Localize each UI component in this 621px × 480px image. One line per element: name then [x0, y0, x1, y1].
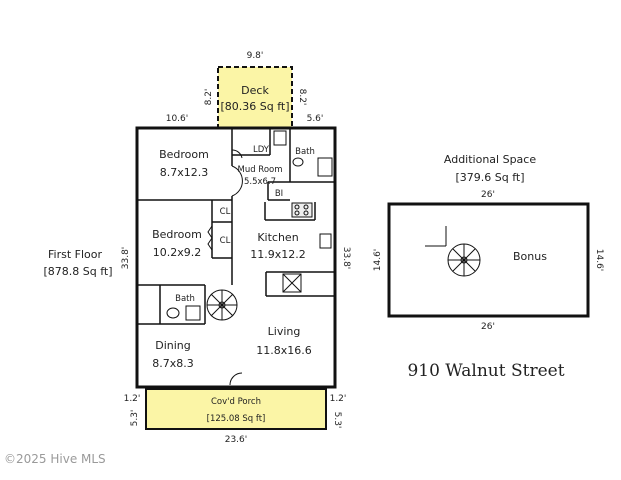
porch-label: Cov'd Porch — [211, 397, 261, 407]
first-floor-label: First Floor — [48, 248, 102, 261]
first-floor-left-dim: 33.8' — [121, 247, 131, 270]
additional-space: Additional Space [379.6 Sq ft] 26' 26' 1… — [373, 153, 604, 332]
laundry-machine — [273, 130, 287, 146]
room-laundry-name: LDY — [253, 145, 270, 155]
first-floor-top-right-dim: 5.6' — [307, 114, 324, 124]
toilet-lower-icon — [166, 307, 180, 319]
spiral-stair-bonus-icon — [425, 226, 481, 277]
deck-area — [217, 66, 293, 129]
bath-tub-upper — [317, 157, 333, 177]
deck-depth-right-dim: 8.2' — [297, 89, 307, 106]
additional-bottom-dim: 26' — [481, 322, 495, 332]
appliance-icon — [282, 273, 302, 293]
interior-walls — [137, 128, 335, 325]
room-living-size: 11.8x16.6 — [256, 344, 312, 357]
first-floor-right-dim: 33.8' — [341, 247, 351, 270]
porch-depth-left-dim: 5.3' — [130, 410, 140, 427]
stove-icon — [291, 202, 313, 218]
room-bath-lower-name: Bath — [175, 294, 195, 304]
room-bedroom2-size: 10.2x9.2 — [153, 246, 202, 259]
first-floor-area: [878.8 Sq ft] — [43, 265, 112, 278]
additional-left-dim: 14.6' — [373, 249, 383, 272]
additional-top-dim: 26' — [481, 190, 495, 200]
fixtures — [166, 130, 333, 386]
door-arc-closet — [207, 225, 213, 251]
room-dining-name: Dining — [155, 339, 191, 352]
deck-width-dim: 9.8' — [247, 51, 264, 61]
deck-label: Deck — [241, 84, 269, 97]
porch-area — [145, 388, 327, 430]
porch-area-text: [125.08 Sq ft] — [207, 414, 266, 424]
room-kitchen-name: Kitchen — [257, 231, 298, 244]
room-bath-upper-name: Bath — [295, 147, 315, 157]
deck-depth-left-dim: 8.2' — [204, 89, 214, 106]
room-closet1-name: CL — [220, 207, 231, 217]
porch-depth-right-dim: 5.3' — [332, 412, 342, 429]
porch-offset-right-dim: 1.2' — [330, 394, 347, 404]
deck: Deck [80.36 Sq ft] 9.8' 8.2' 8.2' — [204, 51, 307, 129]
room-closet2-name: CL — [220, 236, 231, 246]
additional-space-area: [379.6 Sq ft] — [455, 171, 524, 184]
first-floor-top-left-dim: 10.6' — [166, 114, 189, 124]
bonus-room — [387, 202, 590, 318]
room-bedroom1-size: 8.7x12.3 — [160, 166, 209, 179]
vanity-lower-icon — [185, 305, 201, 321]
room-dining-size: 8.7x8.3 — [152, 357, 194, 370]
room-builtin-name: BI — [275, 189, 283, 199]
room-living-name: Living — [268, 325, 301, 338]
door-arc-back — [231, 149, 243, 159]
first-floor: 10.6' 5.6' 33.8' 33.8' First Floor [878.… — [43, 114, 351, 389]
address-title: 910 Walnut Street — [407, 361, 564, 381]
door-arc-bedroom1 — [231, 165, 243, 197]
sink-icon — [319, 233, 332, 249]
exterior-wall — [135, 126, 337, 389]
room-mudroom-name: Mud Room — [237, 165, 282, 175]
porch-width-dim: 23.6' — [225, 435, 248, 445]
room-kitchen-size: 11.9x12.2 — [250, 248, 306, 261]
room-bedroom1-name: Bedroom — [159, 148, 209, 161]
room-bedroom2-name: Bedroom — [152, 228, 202, 241]
additional-right-dim: 14.6' — [594, 249, 604, 272]
deck-area-text: [80.36 Sq ft] — [220, 100, 289, 113]
bonus-room-name: Bonus — [513, 250, 547, 263]
toilet-upper-icon — [292, 157, 304, 167]
door-arc-front — [229, 372, 243, 386]
additional-space-label: Additional Space — [444, 153, 536, 166]
covered-porch: Cov'd Porch [125.08 Sq ft] 23.6' 1.2' 1.… — [124, 388, 347, 445]
room-mudroom-size: 5.5x6.7 — [244, 177, 276, 187]
watermark: ©2025 Hive MLS — [4, 452, 106, 466]
spiral-stair-icon — [206, 289, 238, 321]
porch-offset-left-dim: 1.2' — [124, 394, 141, 404]
